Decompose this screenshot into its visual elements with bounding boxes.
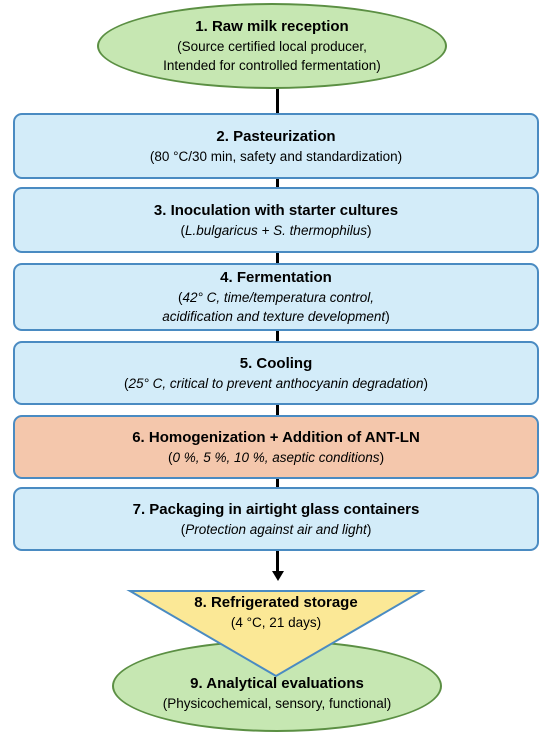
step-4-fermentation: 4. Fermentation (42° C, time/temperatura… <box>13 263 539 331</box>
step-5-title: 5. Cooling <box>239 354 313 372</box>
step-3-title: 3. Inoculation with starter cultures <box>153 201 399 219</box>
connector-6-7 <box>276 479 279 487</box>
step-4-line-2: acidification and texture development) <box>162 309 390 324</box>
connector-5-6 <box>276 405 279 415</box>
step-2-line-1: (80 °C/30 min, safety and standardizatio… <box>149 148 403 164</box>
step-1-line-2: Intended for controlled fermentation) <box>163 58 381 73</box>
step-1-raw-milk-reception: 1. Raw milk reception (Source certified … <box>97 3 447 89</box>
arrow-down-icon <box>271 571 284 581</box>
step-6-homogenization: 6. Homogenization + Addition of ANT-LN (… <box>13 415 539 479</box>
step-7-packaging: 7. Packaging in airtight glass container… <box>13 487 539 551</box>
step-5-cooling: 5. Cooling (25° C, critical to prevent a… <box>13 341 539 405</box>
step-4-title: 4. Fermentation <box>220 269 332 286</box>
step-3-inoculation: 3. Inoculation with starter cultures (L.… <box>13 187 539 253</box>
step-9-title: 9. Analytical evaluations <box>190 674 364 692</box>
step-2-pasteurization: 2. Pasteurization (80 °C/30 min, safety … <box>13 113 539 179</box>
step-8-line-1: (4 °C, 21 days) <box>230 615 322 630</box>
step-1-title: 1. Raw milk reception <box>195 18 349 35</box>
step-3-cultures: L.bulgaricus + S. thermophilus <box>185 222 367 238</box>
step-3-line-1: (L.bulgaricus + S. thermophilus) <box>180 222 372 238</box>
step-7-line-1: (Protection against air and light) <box>180 521 372 537</box>
step-6-line-1: (0 %, 5 %, 10 %, aseptic conditions) <box>167 449 385 465</box>
step-8-refrigerated-storage: 8. Refrigerated storage (4 °C, 21 days) <box>150 593 402 637</box>
connector-2-3 <box>276 179 279 187</box>
step-7-title: 7. Packaging in airtight glass container… <box>132 500 420 518</box>
step-4-line-1: (42° C, time/temperatura control, <box>178 290 374 305</box>
connector-1-2 <box>276 89 279 113</box>
step-2-title: 2. Pasteurization <box>216 127 336 145</box>
arrow-7-8-shaft <box>276 551 279 573</box>
step-9-line-1: (Physicochemical, sensory, functional) <box>162 695 392 711</box>
step-6-title: 6. Homogenization + Addition of ANT-LN <box>132 428 420 446</box>
step-1-line-1: (Source certified local producer, <box>177 39 367 54</box>
connector-4-5 <box>276 331 279 341</box>
connector-3-4 <box>276 253 279 263</box>
step-5-line-1: (25° C, critical to prevent anthocyanin … <box>123 375 429 391</box>
step-8-title: 8. Refrigerated storage <box>194 594 358 611</box>
